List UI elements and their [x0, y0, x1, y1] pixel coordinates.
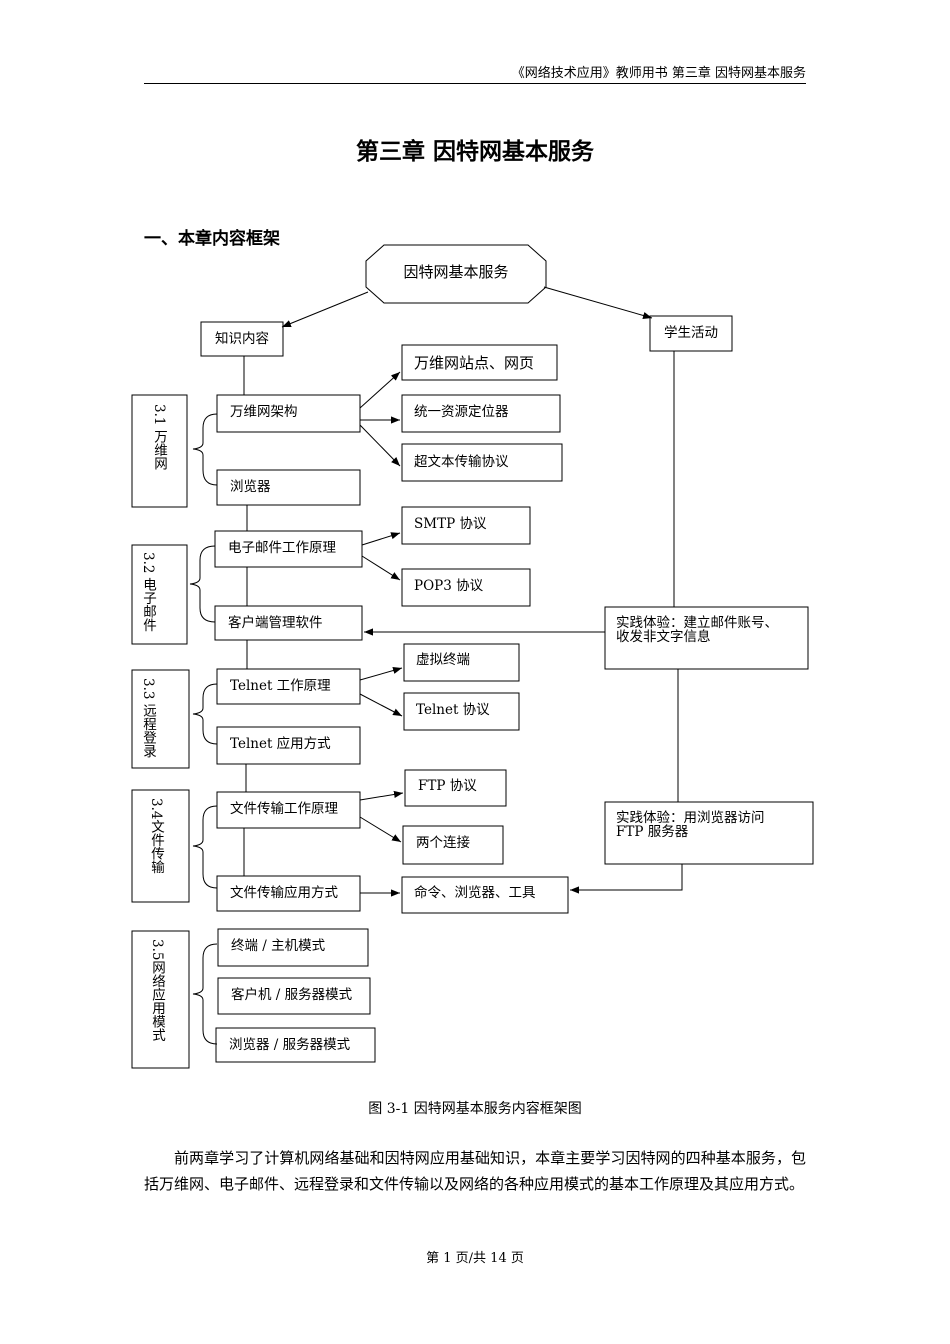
node-mail-principle [214, 530, 363, 568]
node-telnet-proto [403, 692, 520, 731]
label-http: 超文本传输协议 [414, 454, 509, 470]
label-ft-usage: 文件传输应用方式 [230, 884, 338, 901]
node-telnet-usage [216, 726, 361, 765]
node-two-conn [402, 825, 504, 865]
label-www-site: 万维网站点、网页 [414, 354, 534, 372]
label-ftp-proto: FTP 协议 [418, 778, 477, 794]
label-two-conn: 两个连接 [416, 834, 470, 851]
label-student: 学生活动 [664, 325, 718, 341]
section-label-3-2: 3.2 电子邮件 [140, 552, 156, 632]
node-ft-principle [216, 791, 361, 829]
label-root: 因特网基本服务 [403, 263, 508, 281]
section-label-3-5: 3.5网络应用模式 [149, 939, 165, 1042]
root-node-shape [365, 244, 547, 304]
body-paragraph: 前两章学习了计算机网络基础和因特网应用基础知识，本章主要学习因特网的四种基本服务… [144, 1149, 806, 1193]
node-telnet-principle [216, 668, 361, 705]
student-box [649, 315, 733, 352]
node-http [401, 443, 563, 482]
node-smtp [401, 506, 531, 545]
label-telnet-usage: Telnet 应用方式 [230, 735, 331, 752]
node-www-arch [216, 394, 361, 433]
arrow-ftp-proto [359, 790, 404, 801]
node-mode-bs [215, 1027, 376, 1063]
label-activity-ftp-2: FTP 服务器 [616, 824, 689, 840]
section-label-3-3: 3.3 远程登录 [140, 678, 156, 758]
label-cmd-tools: 命令、浏览器、工具 [414, 884, 536, 901]
brace-3-5 [192, 943, 218, 1045]
label-url: 统一资源定位器 [414, 404, 509, 420]
arrow-www-site [359, 371, 401, 409]
brace-3-3 [192, 683, 218, 745]
label-mail-principle: 电子邮件工作原理 [228, 540, 336, 556]
label-activity-ftp-1: 实践体验：用浏览器访问 [616, 810, 765, 826]
label-vterm: 虚拟终端 [416, 652, 470, 668]
node-cmd-tools [401, 876, 569, 914]
label-telnet-proto: Telnet 协议 [416, 702, 490, 718]
arrow-two-conn [359, 816, 402, 843]
node-url [401, 394, 561, 433]
label-telnet-principle: Telnet 工作原理 [230, 678, 331, 694]
label-mode-bs: 浏览器 / 服务器模式 [229, 1037, 351, 1053]
arrow-pop3 [361, 555, 401, 581]
label-activity-mail-1: 实践体验：建立邮件账号、 [616, 615, 778, 631]
node-mode-terminal [217, 928, 369, 967]
activity-mail-box [604, 606, 809, 670]
brace-3-2 [189, 545, 216, 623]
brace-3-4 [192, 805, 218, 889]
arrow-activity-ftp [570, 864, 683, 894]
section-label-3-4: 3.4文件传输 [148, 798, 164, 874]
knowledge-box [200, 321, 284, 357]
label-activity-mail-2: 收发非文字信息 [616, 628, 711, 645]
label-client-soft: 客户端管理软件 [228, 614, 323, 631]
section-box-3-4 [131, 789, 190, 903]
arrow-http [359, 424, 401, 467]
node-www-site [401, 344, 558, 381]
node-client-soft [214, 605, 363, 641]
node-mode-cs [217, 977, 371, 1015]
arrow-telnet-proto [359, 693, 403, 717]
label-mode-terminal: 终端 / 主机模式 [231, 938, 326, 954]
label-www-arch: 万维网架构 [230, 404, 298, 420]
header-rule [144, 83, 806, 84]
chapter-title: 第三章 因特网基本服务 [355, 139, 594, 165]
figure-caption: 图 3-1 因特网基本服务内容框架图 [368, 1101, 582, 1117]
activity-ftp-box [604, 801, 814, 865]
section-box-3-1 [131, 394, 188, 508]
label-mode-cs: 客户机 / 服务器模式 [231, 986, 353, 1003]
label-ft-principle: 文件传输工作原理 [230, 801, 338, 817]
section-label-3-1: 3.1 万维网 [151, 404, 167, 471]
node-pop3 [401, 568, 531, 607]
section-box-3-5 [131, 930, 190, 1069]
arrow-root-knowledge [281, 291, 369, 328]
node-ftp-proto [404, 769, 507, 807]
label-smtp: SMTP 协议 [414, 516, 487, 532]
arrow-smtp [361, 532, 401, 546]
section-box-3-2 [131, 544, 188, 645]
arrow-root-student [543, 286, 653, 319]
section-box-3-3 [131, 669, 190, 769]
arrow-vterm [359, 667, 403, 681]
page-footer: 第 1 页/共 14 页 [426, 1251, 524, 1266]
label-browser: 浏览器 [230, 479, 271, 495]
brace-3-1 [192, 413, 218, 486]
running-header: 《网络技术应用》教师用书 第三章 因特网基本服务 [511, 66, 806, 81]
section-heading: 一、本章内容框架 [144, 229, 280, 249]
label-knowledge: 知识内容 [215, 330, 269, 347]
node-vterm [403, 643, 520, 682]
label-pop3: POP3 协议 [414, 578, 484, 594]
node-browser [216, 469, 361, 506]
